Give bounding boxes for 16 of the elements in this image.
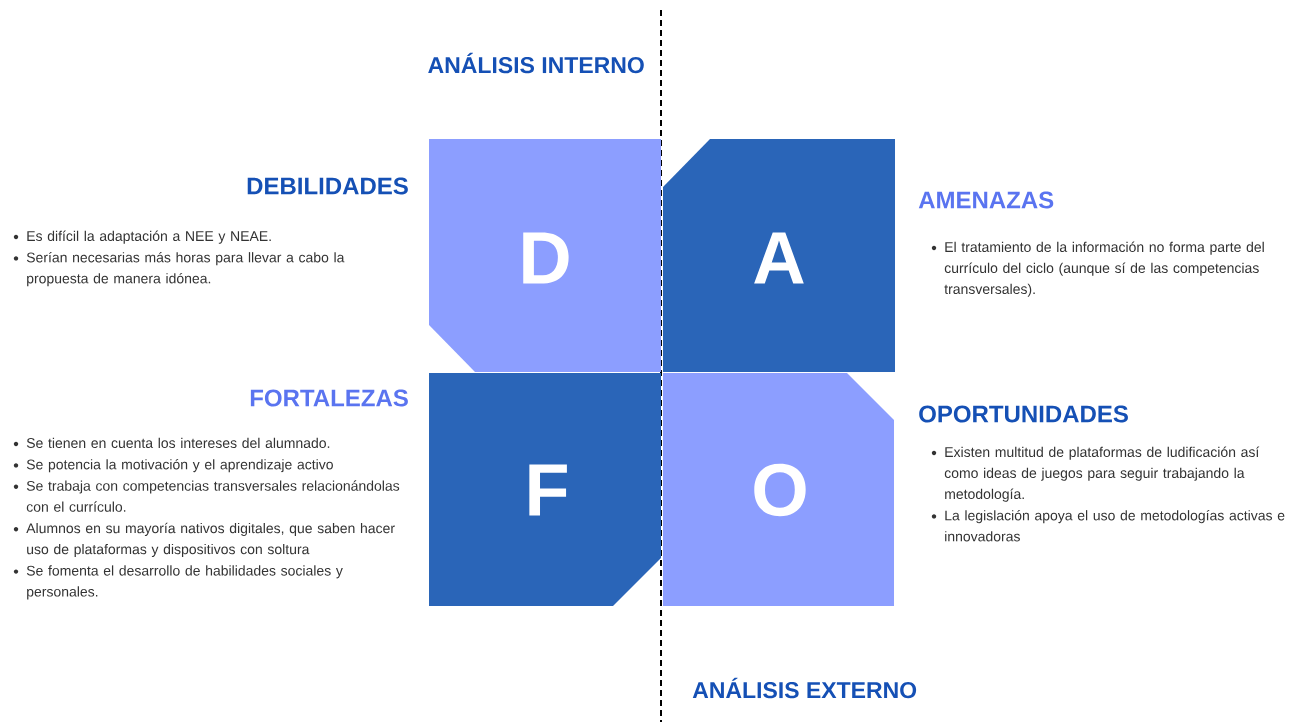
- bullet-item: Se potencia la motivación y el aprendizaje activo: [26, 458, 333, 473]
- section-label: ANÁLISIS EXTERNO: [692, 677, 917, 699]
- bullet-item: Se fomenta el desarrollo de habilidades sociales y personales.: [26, 565, 343, 600]
- quadrant-heading: OPORTUNIDADES: [919, 405, 1128, 423]
- bullet-item: Se tienen en cuenta los intereses del alumnado.: [26, 437, 330, 449]
- bullet-item: La legislación apoya el uso de metodologías activas e innovadoras: [945, 509, 1285, 542]
- bullet-item: Se trabaja con competencias transversales relacionándolas con el currículo.: [26, 480, 400, 512]
- bullet-item: Alumnos en su mayoría nativos digitales, que saben hacer uso de plataformas y dispositivos con soltura: [26, 522, 395, 557]
- section-label: ANÁLISIS INTERNO: [428, 52, 644, 74]
- quadrant-heading: FORTALEZAS: [250, 389, 408, 407]
- bullet-item: Es difícil la adaptación a NEE y NEAE.: [27, 230, 271, 244]
- bullet-item: Serían necesarias más horas para llevar a cabo la propuesta de manera idónea.: [26, 251, 345, 287]
- quadrant-heading: DEBILIDADES: [247, 177, 408, 195]
- bullet-item: Existen multitud de plataformas de ludificación así como ideas de juegos para seguir trabajando la metodología.: [944, 446, 1260, 502]
- quadrant-heading: AMENAZAS: [918, 191, 1054, 209]
- bullet-item: El tratamiento de la información no forma parte del currículo del ciclo (aunque sí de las competencias transversales).: [944, 241, 1264, 297]
